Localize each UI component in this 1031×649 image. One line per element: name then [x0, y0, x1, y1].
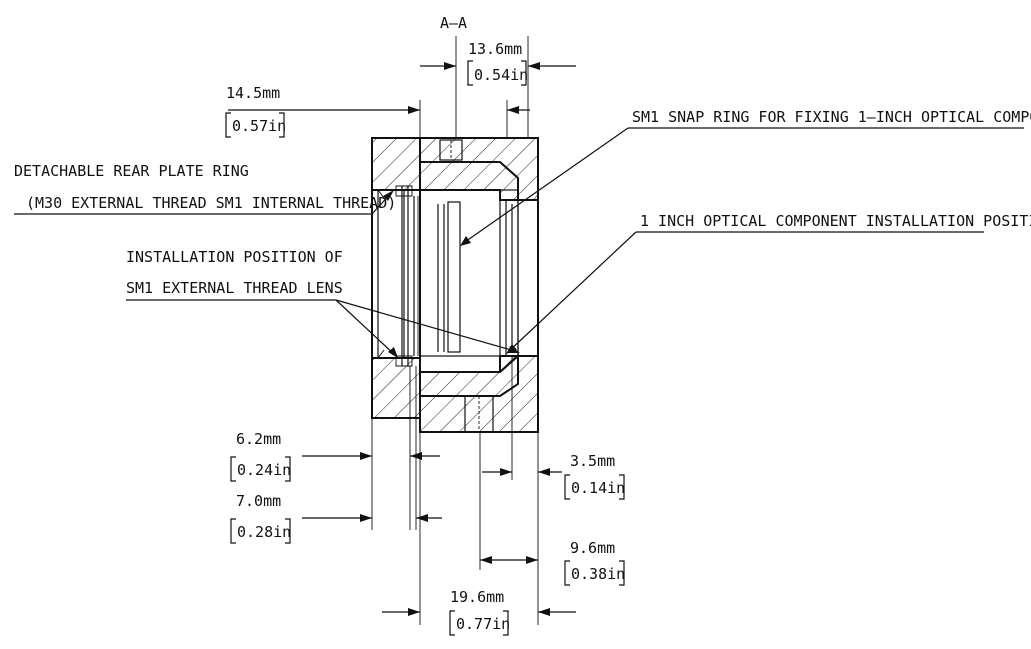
dim-6-2-in: 0.24in — [237, 461, 291, 479]
rear-plate-line2: (M30 EXTERNAL THREAD SM1 INTERNAL THREAD… — [26, 194, 396, 212]
section-label: A—A — [440, 14, 467, 32]
callout-optical-position: 1 INCH OPTICAL COMPONENT INSTALLATION PO… — [506, 212, 1031, 354]
dim-13-6-in: 0.54in — [474, 66, 528, 84]
snap-ring — [447, 201, 461, 353]
dim-6-2-mm: 6.2mm — [236, 430, 281, 448]
dim-6-2: 6.2mm 0.24in — [230, 366, 440, 530]
dim-7-0-mm: 7.0mm — [236, 492, 281, 510]
dim-13-6-mm: 13.6mm — [468, 40, 522, 58]
body-top-inner — [419, 161, 519, 201]
dim-9-6-in: 0.38in — [571, 565, 625, 583]
dim-7-0: 7.0mm 0.28in — [230, 366, 442, 544]
dim-9-6-mm: 9.6mm — [570, 539, 615, 557]
dim-3-5-in: 0.14in — [571, 479, 625, 497]
rear-plate-line1: DETACHABLE REAR PLATE RING — [14, 162, 249, 180]
dim-14-5-in: 0.57in — [232, 117, 286, 135]
dim-3-5-mm: 3.5mm — [570, 452, 615, 470]
dim-7-0-in: 0.28in — [237, 523, 291, 541]
rear-plate-ring — [377, 189, 405, 359]
dim-9-6: 9.6mm 0.38in — [479, 432, 625, 586]
dim-14-5-mm: 14.5mm — [226, 84, 280, 102]
callout-rear-plate: DETACHABLE REAR PLATE RING (M30 EXTERNAL… — [14, 162, 396, 215]
lens-line2: SM1 EXTERNAL THREAD LENS — [126, 279, 343, 297]
dim-14-5: 14.5mm 0.57in — [225, 84, 530, 138]
dim-13-6: 13.6mm 0.54in — [420, 36, 576, 138]
part-cross-section — [371, 137, 539, 433]
snap-ring-label: SM1 SNAP RING FOR FIXING 1—INCH OPTICAL … — [632, 108, 1031, 126]
dim-3-5: 3.5mm 0.14in — [482, 356, 625, 625]
optical-position-label: 1 INCH OPTICAL COMPONENT INSTALLATION PO… — [640, 212, 1031, 230]
callout-snap-ring: SM1 SNAP RING FOR FIXING 1—INCH OPTICAL … — [460, 108, 1031, 246]
callout-lens: INSTALLATION POSITION OF SM1 EXTERNAL TH… — [126, 248, 520, 358]
dim-19-6-mm: 19.6mm — [450, 588, 504, 606]
dim-19-6-in: 0.77in — [456, 615, 510, 633]
lens-line1: INSTALLATION POSITION OF — [126, 248, 343, 266]
dim-19-6: 19.6mm 0.77in — [382, 432, 576, 636]
